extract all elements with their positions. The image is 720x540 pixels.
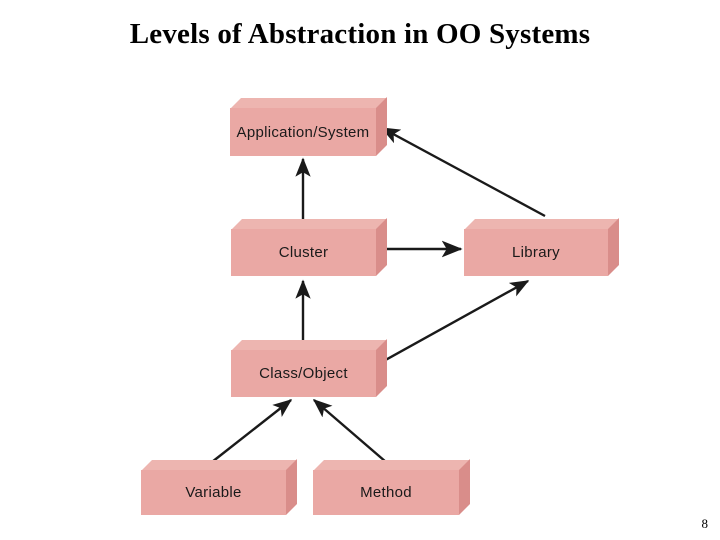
edge-library-to-application <box>380 126 546 218</box>
page-number: 8 <box>701 516 709 531</box>
node-label-method: Method <box>360 484 412 501</box>
box-front-face <box>464 229 608 276</box>
node-application-system[interactable]: Application/System <box>230 97 387 156</box>
box-front-face <box>141 470 286 515</box>
box-side-face <box>459 459 470 515</box>
node-label-cluster: Cluster <box>278 244 329 261</box>
box-side-face <box>608 218 619 276</box>
box-side-face <box>376 218 387 276</box>
node-label-library: Library <box>512 244 560 261</box>
box-front-face <box>313 470 459 515</box>
edge-class-object-to-library <box>364 279 530 372</box>
page-title: Levels of Abstraction in OO Systems <box>129 18 591 50</box>
edge-variable-to-class-object <box>211 399 293 463</box>
box-front-face <box>231 229 376 276</box>
node-library[interactable]: Library <box>464 218 619 276</box>
box-side-face <box>376 97 387 156</box>
box-side-face <box>376 339 387 397</box>
node-cluster[interactable]: Cluster <box>231 218 387 276</box>
node-label-variable: Variable <box>185 484 242 501</box>
node-label-class-object: Class/Object <box>259 365 348 382</box>
edge-method-to-class-object <box>312 399 387 463</box>
node-class-object[interactable]: Class/Object <box>231 339 387 397</box>
node-variable[interactable]: Variable <box>141 459 297 515</box>
box-side-face <box>286 459 297 515</box>
node-label-application-system: Application/System <box>236 123 370 141</box>
box-front-face <box>231 350 376 397</box>
node-method[interactable]: Method <box>313 459 470 515</box>
box-front-face <box>230 108 376 156</box>
